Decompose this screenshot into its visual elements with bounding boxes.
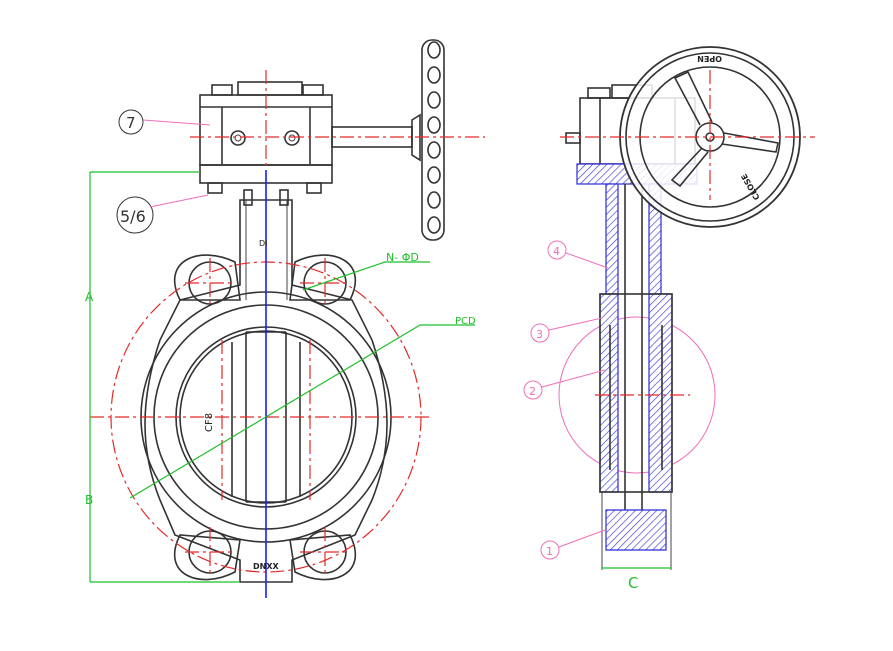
handwheel-profile [421,39,445,241]
neck-mark: DI [259,239,268,248]
front-view: A B N- ΦD PCD DI CF8 DNXX 7 5/6 [85,39,485,598]
callout-7-circle [118,109,144,135]
callout-3: 3 [536,328,543,341]
callout-2: 2 [529,385,536,398]
callout-5-6: 5/6 [120,207,146,226]
dimension-c-label: C [628,574,638,592]
dimension-b-label: B [85,493,93,507]
bottom-plug [605,509,667,551]
open-label: OPEN [697,54,722,63]
dimension-a-label: A [85,290,94,304]
dimension-lines [89,171,475,583]
side-view: OPEN CLOSE C 4 3 2 1 [523,46,815,592]
holes-annotation: N- ΦD [386,251,419,264]
pcd-annotation: PCD [455,316,476,327]
disc-swing-circle [558,316,716,474]
callout-5-6-circle [116,196,154,234]
callout-4: 4 [553,245,560,258]
size-mark: DNXX [253,562,280,571]
callout-7: 7 [126,114,136,132]
body-right [648,293,673,493]
body-left [599,293,619,493]
material-mark: CF8 [204,413,215,432]
callout-1: 1 [546,545,553,558]
valve-body [144,199,388,583]
